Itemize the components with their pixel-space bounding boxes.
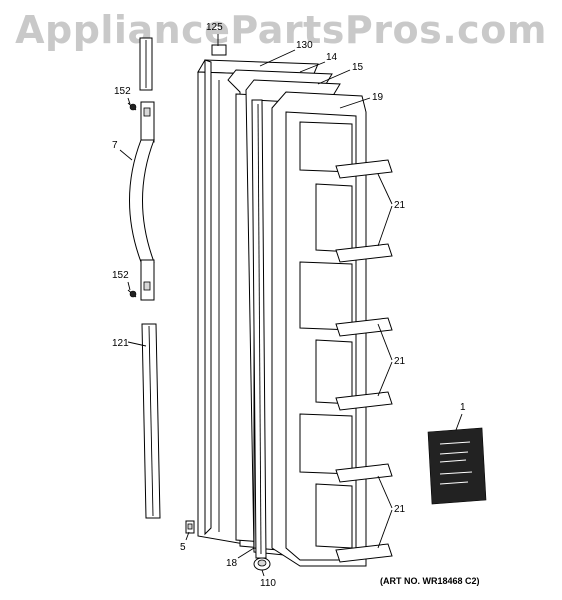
shelf-bin-4	[335, 391, 393, 411]
door-handle	[129, 101, 155, 301]
callout-152-bottom: 152	[112, 270, 129, 281]
shelf-bin-3	[335, 317, 393, 337]
handle-end-cap-top	[139, 37, 153, 91]
door-inner-liner	[271, 91, 367, 567]
callout-5: 5	[180, 542, 186, 553]
callout-21-middle: 21	[394, 356, 406, 367]
door-clip	[185, 520, 195, 534]
shelf-bin-5	[335, 463, 393, 483]
owners-manual	[427, 427, 487, 505]
callout-19: 19	[372, 92, 384, 103]
door-breaker-strip	[251, 99, 267, 559]
callout-130: 130	[296, 40, 313, 51]
callout-14: 14	[326, 52, 338, 63]
callout-21-lower: 21	[394, 504, 406, 515]
hinge-cap	[253, 557, 271, 571]
door-stop-part	[211, 44, 227, 56]
callout-7: 7	[112, 140, 118, 151]
screw-bottom	[127, 289, 137, 298]
screw-top	[127, 102, 137, 111]
callout-110: 110	[260, 578, 276, 589]
callout-125: 125	[206, 22, 223, 33]
shelf-bin-6	[335, 543, 393, 563]
shelf-bin-1	[335, 159, 393, 179]
callout-18: 18	[226, 558, 238, 569]
callout-152-top: 152	[114, 86, 131, 97]
handle-trim-strip	[141, 323, 161, 519]
callout-1: 1	[460, 402, 466, 413]
shelf-bin-2	[335, 243, 393, 263]
leader-lines	[119, 34, 463, 577]
callout-21-upper: 21	[394, 200, 406, 211]
callout-121: 121	[112, 338, 129, 349]
callout-15: 15	[352, 62, 364, 73]
art-number: (ART NO. WR18468 C2)	[380, 576, 480, 586]
